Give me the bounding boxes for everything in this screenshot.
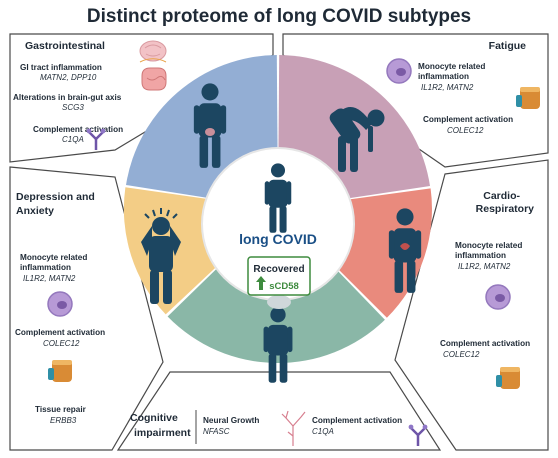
panel-borders [9, 33, 549, 451]
fatigue-item-2-genes: COLEC12 [447, 126, 484, 135]
fatigue-panel [282, 33, 549, 168]
center-label: long COVID [239, 231, 317, 247]
recovered-box [247, 256, 311, 296]
cognitive-panel [116, 371, 442, 451]
depression-item-1-genes: IL1R2, MATN2 [23, 274, 76, 283]
depression-person-icon [141, 208, 181, 304]
cardio-title-line-2: Respiratory [476, 203, 535, 215]
complement-protein-icon [407, 423, 429, 448]
receptor-icon [48, 360, 72, 382]
cardio-item-1-label-1: Monocyte related [455, 241, 522, 250]
neuron-icon [281, 410, 306, 446]
cardio-item-1-label-2: inflammation [455, 251, 506, 260]
up-arrow-icon [256, 276, 266, 290]
receptor-icon [516, 87, 540, 109]
monocyte-icon [47, 291, 73, 317]
gastro-item-2-genes: SCG3 [62, 103, 84, 112]
cognitive-item-2-label: Complement activation [312, 416, 402, 425]
recovered-marker: sCD58 [269, 281, 299, 292]
monocyte-icon [485, 284, 511, 310]
cognitive-item-2-genes: C1QA [312, 427, 334, 436]
diagram-title: Distinct proteome of long COVID subtypes [87, 6, 471, 27]
depression-item-1-label-1: Monocyte related [20, 253, 87, 262]
cardio-item-2-genes: COLEC12 [443, 350, 480, 359]
gastro-item-1-label: GI tract inflammation [20, 63, 102, 72]
monocyte-icon [386, 58, 412, 84]
fatigue-title: Fatigue [489, 40, 526, 52]
gastro-item-1-genes: MATN2, DPP10 [40, 73, 97, 82]
lung-hint-icon [400, 243, 410, 250]
gut-axis-arc [139, 58, 167, 63]
depression-item-3-label: Tissue repair [35, 405, 87, 414]
gut-hint-icon [205, 128, 215, 136]
cognitive-item-1-genes: NFASC [203, 427, 230, 436]
depression-title-line-2: Anxiety [16, 205, 54, 217]
gastro-title: Gastrointestinal [25, 40, 105, 52]
cardio-item-2-label: Complement activation [440, 339, 530, 348]
fatigue-item-1-label-1: Monocyte related [418, 62, 485, 71]
cardio-panel [394, 159, 549, 451]
depression-item-1-label-2: inflammation [20, 263, 71, 272]
depression-title-line-1: Depression and [16, 191, 95, 203]
gastro-item-3-label: Complement activation [33, 125, 123, 134]
cardio-item-1-genes: IL1R2, MATN2 [458, 262, 511, 271]
recovered-title: Recovered [253, 264, 304, 275]
gastro-item-2-label: Alterations in brain-gut axis [13, 93, 122, 102]
depression-panel [9, 166, 164, 451]
fatigue-person-icon [329, 107, 385, 172]
depression-item-2-label: Complement activation [15, 328, 105, 337]
cardio-title-line-1: Cardio- [483, 190, 520, 202]
gastro-item-3-genes: C1QA [62, 135, 84, 144]
brain-icon [139, 40, 167, 62]
cognitive-title-line-1: Cognitive [130, 412, 178, 424]
depression-item-2-genes: COLEC12 [43, 339, 80, 348]
fatigue-item-2-label: Complement activation [423, 115, 513, 124]
fatigue-item-1-genes: IL1R2, MATN2 [421, 83, 474, 92]
fatigue-item-1-label-2: inflammation [418, 72, 469, 81]
depression-item-3-genes: ERBB3 [50, 416, 77, 425]
cognitive-title-line-2: impairment [134, 427, 191, 439]
brain-fog-icon [267, 295, 291, 309]
intestine-icon [141, 67, 167, 91]
cognitive-item-1-label: Neural Growth [203, 416, 259, 425]
receptor-icon [496, 367, 520, 389]
